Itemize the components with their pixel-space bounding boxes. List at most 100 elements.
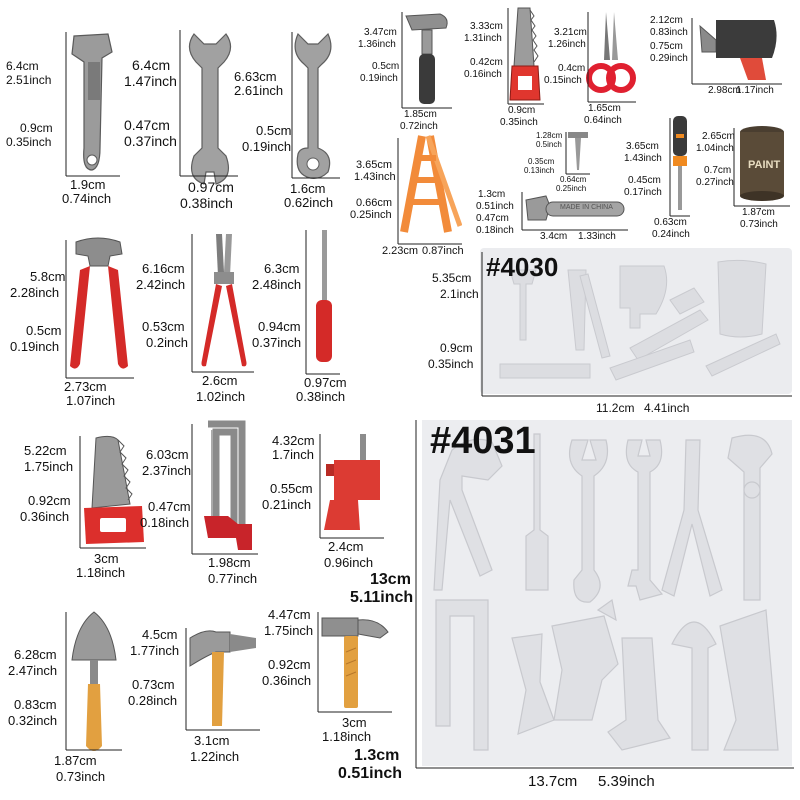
mold-4030-thick-cm: 0.9cm — [440, 341, 473, 355]
screwdriver-small-thick-in: 0.17inch — [624, 187, 662, 198]
drill-red-height-cm: 4.32cm — [272, 433, 315, 448]
mold-4031-thick-in: 0.51inch — [338, 765, 403, 782]
drill-red-width-cm: 2.4cm — [328, 539, 364, 554]
pliers-needle-width-cm: 2.6cm — [202, 373, 238, 388]
hacksaw-height-cm: 6.03cm — [146, 447, 189, 462]
nail-width-in: 0.25inch — [556, 184, 587, 193]
hammer-small-thick-in: 0.19inch — [360, 73, 398, 84]
nail-height-cm: 1.28cm — [536, 131, 563, 140]
adjustable-wrench-width-in: 1.33inch — [578, 231, 616, 242]
hammer-big — [318, 612, 392, 712]
shovel — [66, 610, 122, 760]
screwdriver-red-height-cm: 6.3cm — [264, 261, 300, 276]
hammer-big-height-cm: 4.47cm — [268, 607, 311, 622]
paint-can-width-cm: 1.87cm — [742, 207, 775, 218]
wrench-2-thick-cm: 0.47cm — [124, 117, 170, 133]
saw-small — [508, 6, 544, 106]
drill-small-height-cm: 2.12cm — [650, 15, 683, 26]
pliers-needle-nose — [196, 232, 252, 372]
adjustable-wrench-thick-in: 0.18inch — [476, 225, 514, 236]
hammer-big-width-cm: 3cm — [342, 715, 367, 730]
screwdriver-red — [312, 228, 336, 368]
ladder-thick-in: 0.25inch — [350, 209, 392, 221]
adjustable-wrench-height-cm: 1.3cm — [478, 189, 506, 200]
hammer-small — [402, 8, 452, 108]
screwdriver-red-thick-cm: 0.94cm — [258, 319, 301, 334]
saw-red — [82, 434, 146, 546]
scissors-width-cm: 1.65cm — [588, 103, 621, 114]
axe-thick-cm: 0.73cm — [132, 677, 175, 692]
mold-4030-width-cm: 11.2cm — [596, 401, 635, 415]
hammer-big-thick-cm: 0.92cm — [268, 657, 311, 672]
pliers-needle-thick-in: 0.2inch — [146, 335, 188, 350]
wrench-1-adjustable — [62, 28, 122, 178]
mold-4031-width-in: 5.39inch — [598, 773, 655, 790]
hacksaw-width-in: 0.77inch — [208, 571, 258, 586]
shovel-height-cm: 6.28cm — [14, 647, 57, 662]
hammer-big-thick-in: 0.36inch — [262, 673, 312, 688]
mold-4030-label: #4030 — [486, 252, 559, 282]
wrench-3-thick-in: 0.19inch — [242, 139, 292, 154]
paint-can — [736, 124, 788, 202]
screwdriver-red-height-in: 2.48inch — [252, 277, 302, 292]
adjustable-wrench-thick-cm: 0.47cm — [476, 213, 509, 224]
mold-4030-height-cm: 5.35cm — [432, 271, 472, 285]
mold-4030-width-in: 4.41inch — [644, 401, 690, 415]
ladder — [398, 134, 462, 234]
saw-red-width-in: 1.18inch — [76, 565, 126, 580]
saw-red-height-cm: 5.22cm — [24, 443, 67, 458]
hacksaw-thick-in: 0.18inch — [140, 515, 190, 530]
pliers-red-width-in: 1.07inch — [66, 393, 116, 408]
mold-4031-width-cm: 13.7cm — [528, 773, 578, 790]
wrench-1-width-in: 0.74inch — [62, 191, 112, 206]
wrench-1-thick-cm: 0.9cm — [20, 121, 53, 135]
mold-4031-label: #4031 — [430, 420, 536, 462]
pliers-needle-height-in: 2.42inch — [136, 277, 186, 292]
scissors-height-cm: 3.21cm — [554, 27, 587, 38]
shovel-width-in: 0.73inch — [56, 769, 106, 784]
wrench-1-thick-in: 0.35inch — [6, 135, 52, 149]
drill-red-height-in: 1.7inch — [272, 447, 314, 462]
scissors — [586, 10, 636, 100]
scissors-width-in: 0.64inch — [584, 115, 622, 126]
hammer-small-height-in: 1.36inch — [358, 39, 396, 50]
shovel-width-cm: 1.87cm — [54, 753, 97, 768]
drill-red — [320, 434, 384, 534]
axe — [186, 626, 260, 736]
hammer-small-width-in: 0.72inch — [400, 121, 438, 132]
saw-small-thick-in: 0.16inch — [464, 69, 502, 80]
wrench-2-width-in: 0.38inch — [180, 195, 233, 211]
mold-4031 — [422, 420, 792, 766]
pliers-red-height-cm: 5.8cm — [30, 269, 66, 284]
mold-4031-height-cm: 13cm — [370, 571, 411, 588]
screwdriver-small-width-in: 0.24inch — [652, 229, 690, 240]
saw-small-thick-cm: 0.42cm — [470, 57, 503, 68]
hammer-small-width-cm: 1.85cm — [404, 109, 437, 120]
paint-can-label: PAINT — [748, 159, 781, 171]
mold-4031-thick-cm: 1.3cm — [354, 747, 400, 764]
pliers-needle-thick-cm: 0.53cm — [142, 319, 185, 334]
paint-can-thick-cm: 0.7cm — [704, 165, 732, 176]
wrench-1-width-cm: 1.9cm — [70, 177, 106, 192]
nail-width-cm: 0.64cm — [560, 175, 587, 184]
drill-small — [696, 14, 782, 84]
pliers-red — [64, 236, 134, 376]
wrench-2-width-cm: 0.97cm — [188, 179, 234, 195]
screwdriver-red-width-in: 0.38inch — [296, 389, 346, 404]
saw-red-width-cm: 3cm — [94, 551, 119, 566]
screwdriver-small-thick-cm: 0.45cm — [628, 175, 661, 186]
hacksaw-thick-cm: 0.47cm — [148, 499, 191, 514]
drill-red-thick-cm: 0.55cm — [270, 481, 313, 496]
nail — [566, 130, 590, 174]
axe-thick-in: 0.28inch — [128, 693, 178, 708]
adjustable-wrench-small — [524, 192, 628, 226]
hacksaw-width-cm: 1.98cm — [208, 555, 251, 570]
axe-height-cm: 4.5cm — [142, 627, 178, 642]
axe-height-in: 1.77inch — [130, 643, 180, 658]
shovel-thick-in: 0.32inch — [8, 713, 58, 728]
nail-height-in: 0.5inch — [536, 140, 562, 149]
shovel-thick-cm: 0.83cm — [14, 697, 57, 712]
saw-red-thick-cm: 0.92cm — [28, 493, 71, 508]
scissors-height-in: 1.26inch — [548, 39, 586, 50]
screwdriver-small — [670, 114, 690, 214]
